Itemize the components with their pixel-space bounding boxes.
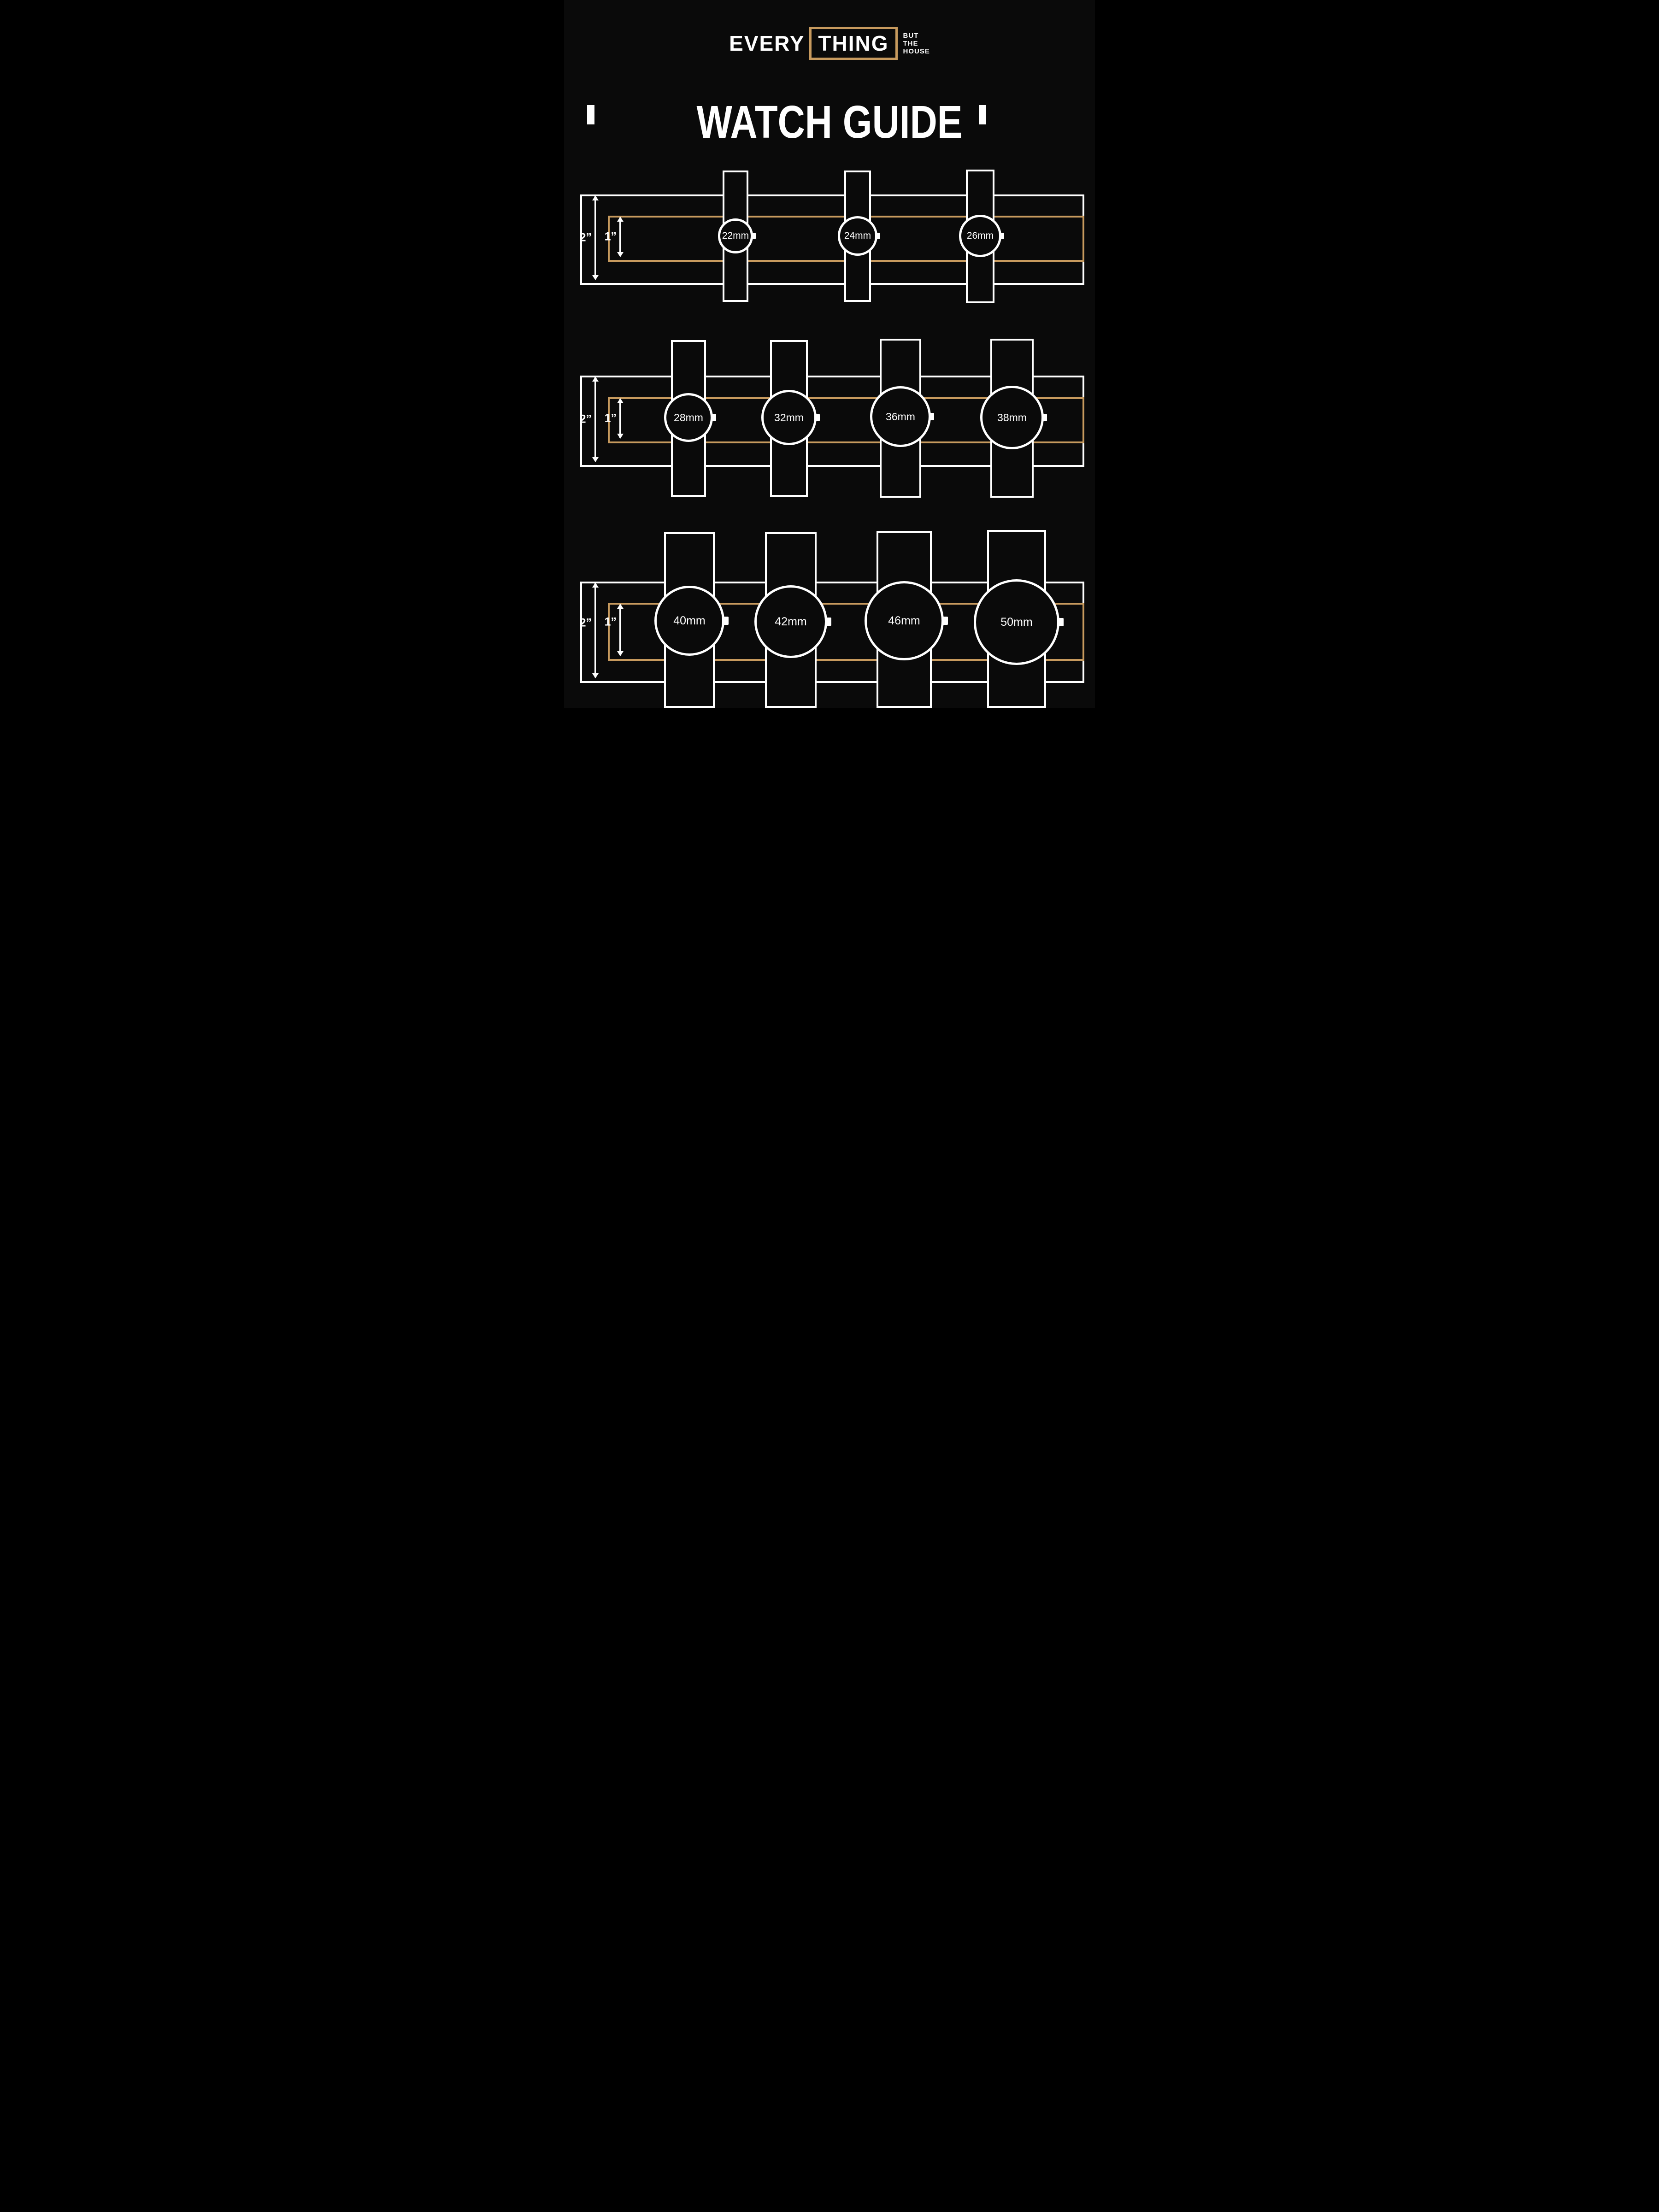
logo-tagline-but: BUT <box>903 31 919 40</box>
watch-crown <box>1000 233 1004 239</box>
dim-arrow-1in-row1 <box>619 218 621 256</box>
dim-label-1in-row2: 1” <box>604 412 617 425</box>
watch-size-label: 26mm <box>966 230 994 241</box>
watch-case: 38mm <box>980 386 1044 449</box>
watch-size-label: 32mm <box>774 411 804 424</box>
dim-arrow-2in-row1 <box>594 196 596 279</box>
watch-size-label: 36mm <box>886 410 915 423</box>
watch-case: 50mm <box>974 579 1059 665</box>
watch-case: 46mm <box>865 581 944 660</box>
dim-label-1in-row1: 1” <box>604 230 617 243</box>
logo-tagline: BUT THE HOUSE <box>903 32 930 55</box>
watch-crown <box>752 233 756 239</box>
dim-arrow-1in-row3 <box>619 605 621 655</box>
watch-crown <box>1058 618 1064 626</box>
watch-crown <box>815 414 820 421</box>
watch-crown <box>723 617 729 625</box>
watch-case: 40mm <box>654 586 724 656</box>
dim-arrow-1in-row2 <box>619 399 621 438</box>
dim-label-2in-row1: 2” <box>579 231 592 244</box>
dim-arrow-2in-row3 <box>594 583 596 677</box>
watch-size-label: 38mm <box>997 411 1027 424</box>
band-1in-row3 <box>608 603 1084 661</box>
watch-size-label: 28mm <box>674 411 703 424</box>
watch-size-label: 24mm <box>844 230 871 241</box>
decor-mark-right <box>979 105 986 124</box>
brand-logo: EVERY THING BUT THE HOUSE <box>564 27 1095 60</box>
watch-case: 26mm <box>959 215 1001 257</box>
watch-size-label: 22mm <box>722 230 749 241</box>
dim-arrow-2in-row2 <box>594 377 596 461</box>
logo-word-thing-box: THING <box>809 27 898 60</box>
watch-case: 28mm <box>664 393 713 442</box>
watch-crown <box>876 233 880 239</box>
watch-crown <box>930 413 934 420</box>
logo-tagline-the: THE <box>903 39 918 47</box>
watch-size-label: 50mm <box>1000 615 1033 629</box>
logo-word-every: EVERY <box>729 31 805 55</box>
dim-label-2in-row3: 2” <box>579 616 592 629</box>
page-title: WATCH GUIDE <box>696 96 963 148</box>
watch-case: 24mm <box>838 216 877 256</box>
watch-case: 32mm <box>761 390 817 445</box>
watch-size-label: 42mm <box>775 615 807 628</box>
watch-case: 36mm <box>870 386 931 447</box>
logo-tagline-house: HOUSE <box>903 47 930 55</box>
watch-crown <box>942 617 948 625</box>
dim-label-2in-row2: 2” <box>579 412 592 426</box>
watch-crown <box>826 618 831 626</box>
watch-case: 22mm <box>718 218 753 253</box>
band-1in-row2 <box>608 397 1084 443</box>
dim-label-1in-row3: 1” <box>604 615 617 629</box>
decor-mark-left <box>587 105 594 124</box>
watch-size-label: 40mm <box>673 614 706 627</box>
watch-crown <box>1042 414 1047 421</box>
watch-crown <box>712 414 716 421</box>
watch-guide-poster: EVERY THING BUT THE HOUSE WATCH GUIDE 2”… <box>564 0 1095 708</box>
watch-case: 42mm <box>754 585 827 658</box>
watch-size-label: 46mm <box>888 614 920 627</box>
